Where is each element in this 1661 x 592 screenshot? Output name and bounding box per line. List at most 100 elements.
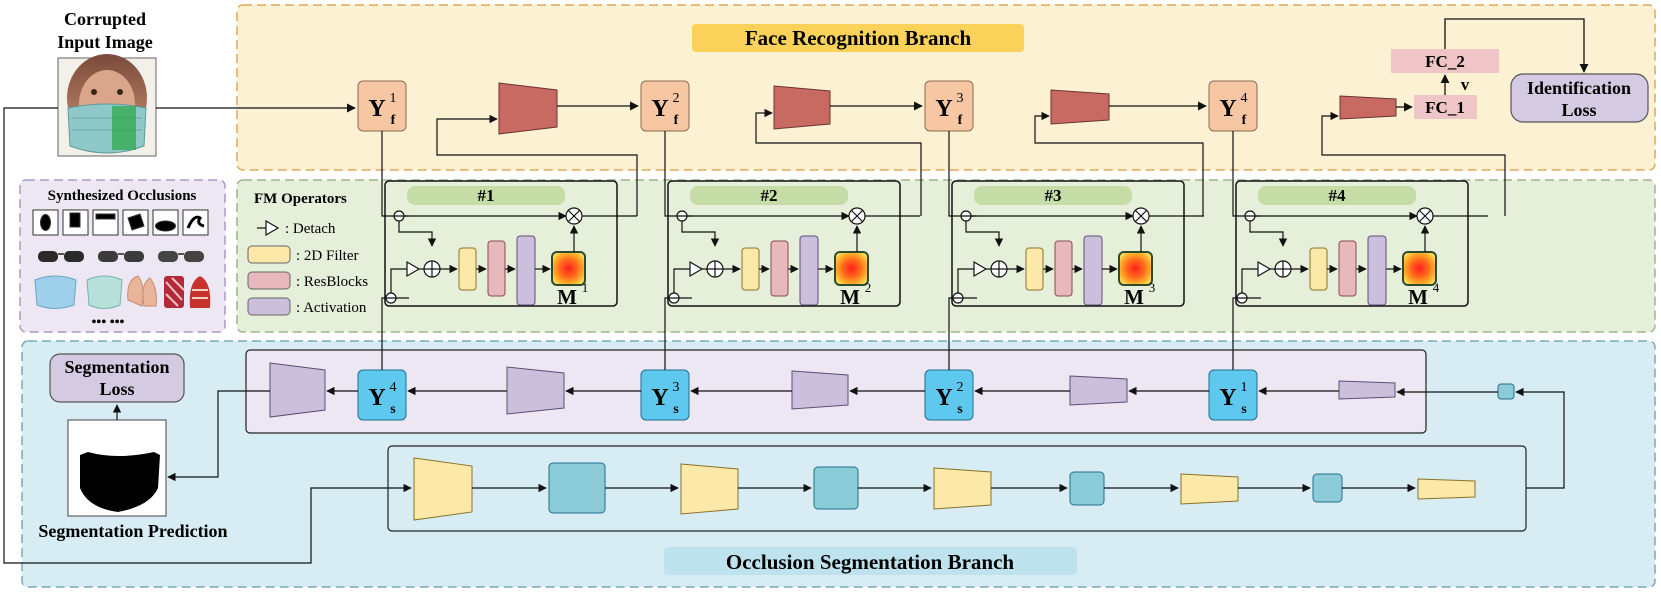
fm-face-to-add bbox=[681, 221, 720, 247]
fm-activation-block bbox=[1367, 235, 1387, 306]
legend-swatch-activation bbox=[247, 297, 291, 316]
mask-superscript: 2 bbox=[865, 280, 872, 295]
fm-filter-block bbox=[1025, 247, 1044, 291]
fm-resblock bbox=[1054, 240, 1073, 297]
yf4-to-fm4 bbox=[1232, 131, 1261, 217]
svg-text:2: 2 bbox=[673, 91, 680, 106]
svg-text:2: 2 bbox=[957, 380, 964, 395]
synthetic-shape-icons bbox=[32, 209, 209, 236]
seg-node-ys2: Y 2 s bbox=[924, 369, 974, 421]
fm4-to-enc4 bbox=[1321, 111, 1506, 216]
face-branch-banner bbox=[692, 24, 1024, 52]
face-encoder-block-1 bbox=[498, 82, 558, 135]
fm-activation-block bbox=[1083, 235, 1103, 306]
fm-frame bbox=[384, 180, 618, 307]
sunglasses-icons bbox=[38, 251, 204, 262]
fm-face-to-add bbox=[398, 221, 437, 247]
seg-encoder-filter-2 bbox=[680, 463, 739, 515]
face-node-yf3: Y 3 f bbox=[924, 80, 974, 132]
legend-label-detach: : Detach bbox=[285, 221, 336, 237]
seg-decoder-block-2 bbox=[506, 366, 565, 415]
fm1-to-enc1 bbox=[436, 114, 638, 216]
seg-node-ys4: Y 4 s bbox=[357, 369, 407, 421]
fm-title: #3 bbox=[1045, 186, 1062, 205]
svg-text:f: f bbox=[674, 113, 679, 128]
svg-text:s: s bbox=[1241, 402, 1247, 417]
detach-icon bbox=[973, 260, 988, 278]
segmentation-loss-box bbox=[49, 353, 185, 403]
add-plus bbox=[991, 261, 1007, 277]
fm-title-bar bbox=[974, 186, 1132, 205]
legend-title: FM Operators bbox=[254, 191, 347, 207]
detach-icon bbox=[406, 260, 421, 278]
fc1-label: FC_1 bbox=[1425, 98, 1465, 117]
fc1-block bbox=[1414, 95, 1477, 119]
fm2-to-enc2 bbox=[755, 108, 922, 216]
yf2-to-fm2 bbox=[664, 131, 692, 217]
multiply-cross bbox=[1135, 210, 1147, 222]
ys4-to-fm1 bbox=[381, 297, 409, 370]
seg-branch-banner bbox=[664, 547, 1077, 575]
face-branch-title: Face Recognition Branch bbox=[745, 26, 972, 50]
seg-node-ys3: Y 3 s bbox=[640, 369, 690, 421]
mask-heatmap bbox=[551, 251, 586, 286]
mask-heatmap bbox=[1402, 251, 1437, 286]
feature-v-label: v bbox=[1461, 75, 1470, 94]
mask-label: M bbox=[840, 285, 860, 309]
face-encoder-block-3 bbox=[1050, 89, 1110, 125]
fm-filter-block bbox=[1309, 247, 1328, 291]
fm-title: #1 bbox=[478, 186, 495, 205]
seg-loss-line1: Segmentation bbox=[65, 357, 170, 377]
seg-encoder-res-4 bbox=[1312, 473, 1343, 503]
svg-text:Y: Y bbox=[368, 385, 385, 411]
seg-node-ys1: Y 1 s bbox=[1208, 369, 1258, 421]
svg-text:Y: Y bbox=[651, 96, 668, 122]
svg-text:1: 1 bbox=[390, 91, 397, 106]
fc2-to-id-loss-arrow bbox=[1444, 18, 1589, 73]
svg-text:f: f bbox=[958, 113, 963, 128]
synth-ellipsis: ••• ••• bbox=[92, 315, 125, 330]
corrupted-input-subtitle: Input Image bbox=[57, 32, 153, 52]
ys1-to-fm4 bbox=[1232, 297, 1261, 370]
seg-loss-line2: Loss bbox=[99, 379, 134, 399]
svg-text:Y: Y bbox=[1219, 96, 1236, 122]
fm-frame bbox=[667, 180, 901, 307]
svg-text:Y: Y bbox=[651, 385, 668, 411]
fm-title-bar bbox=[690, 186, 848, 205]
fm-seg-path bbox=[390, 268, 407, 293]
multiply-cross bbox=[851, 210, 863, 222]
seg-branch-title: Occlusion Segmentation Branch bbox=[726, 550, 1014, 574]
id-loss-line1: Identification bbox=[1527, 78, 1631, 98]
seg-encoder-res-1 bbox=[548, 462, 606, 514]
svg-text:1: 1 bbox=[1241, 380, 1248, 395]
fm-frame bbox=[1235, 180, 1469, 307]
face-node-yf2: Y 2 f bbox=[640, 80, 690, 132]
svg-text:s: s bbox=[673, 402, 679, 417]
svg-text:3: 3 bbox=[673, 380, 680, 395]
mask-superscript: 1 bbox=[582, 280, 589, 295]
mask-superscript: 4 bbox=[1433, 280, 1440, 295]
mask-label: M bbox=[557, 285, 577, 309]
input-to-seg-encoder bbox=[3, 107, 412, 564]
mask-heatmap bbox=[834, 251, 869, 286]
svg-text:Y: Y bbox=[368, 96, 385, 122]
seg-bottleneck-node bbox=[1497, 383, 1515, 400]
detach-icon bbox=[1257, 260, 1272, 278]
fm-region bbox=[236, 179, 1656, 333]
face-encoder-block-4 bbox=[1339, 95, 1397, 120]
seg-encoder-res-3 bbox=[1069, 471, 1105, 506]
svg-text:s: s bbox=[390, 402, 396, 417]
seg-decoder-block-1 bbox=[269, 362, 326, 418]
fm-activation-block bbox=[516, 235, 536, 306]
fm-seg-path bbox=[957, 268, 974, 293]
yf3-to-fm3 bbox=[948, 131, 977, 217]
add-plus bbox=[424, 261, 440, 277]
fm-face-to-add bbox=[965, 221, 1004, 247]
yf1-to-fm1 bbox=[381, 131, 409, 217]
id-loss-line2: Loss bbox=[1561, 100, 1596, 120]
svg-text:s: s bbox=[957, 402, 963, 417]
ys3-to-fm2 bbox=[664, 297, 692, 370]
seg-encoder-filter-3 bbox=[933, 467, 992, 510]
